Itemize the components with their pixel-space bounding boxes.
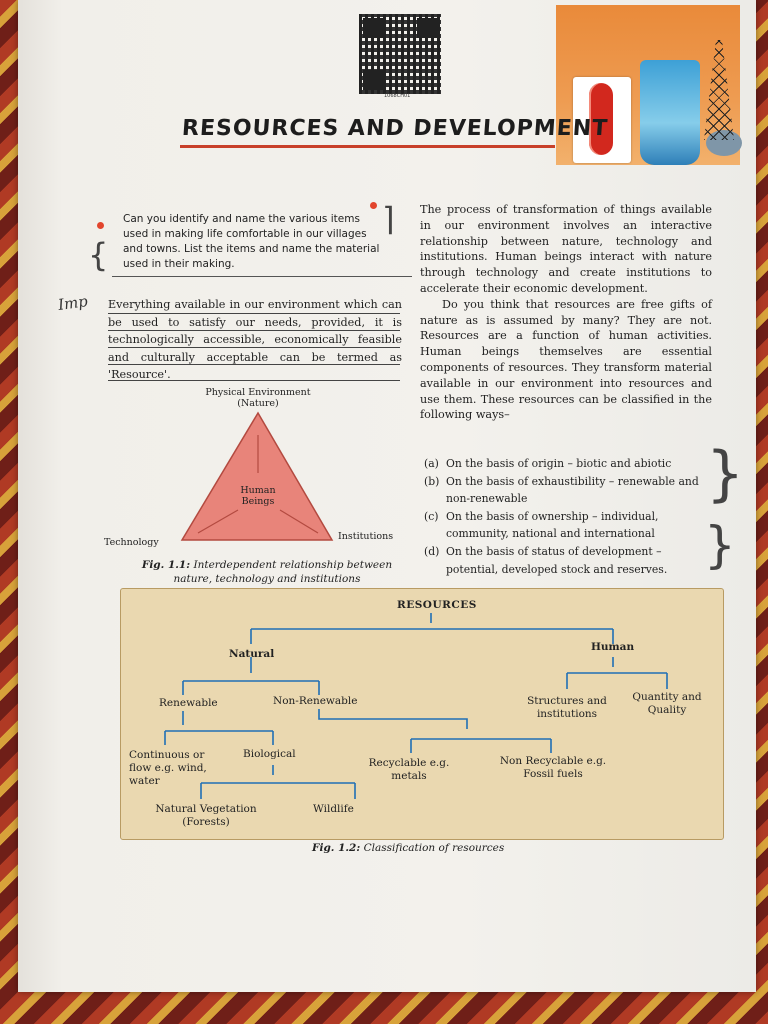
label-physical-environment: Physical Environment (Nature)	[205, 387, 311, 409]
right-column-text: The process of transformation of things …	[420, 202, 712, 423]
node-renewable: Renewable	[159, 697, 218, 709]
node-non-renewable: Non-Renewable	[273, 695, 358, 707]
node-human: Human	[591, 641, 635, 653]
chapter-number-badge	[573, 77, 631, 163]
arrow-connector	[318, 709, 468, 729]
figure-1-2-classification: RESOURCES Natural Human Renewable Non-Re…	[120, 588, 724, 840]
ink-underline	[108, 380, 400, 381]
node-recyclable: Recyclable e.g. metals	[368, 757, 450, 782]
node-biological: Biological	[243, 748, 296, 760]
brace-icon: ⌉	[382, 200, 395, 238]
activity-divider	[112, 276, 412, 277]
arrow-right-icon	[279, 509, 319, 534]
chapter-title: RESOURCES AND DEVELOPMENT	[181, 116, 609, 141]
node-structures: Structures and institutions	[527, 695, 607, 720]
handwritten-brace-icon: }	[704, 516, 736, 574]
node-resources: RESOURCES	[397, 599, 477, 611]
ink-underline	[108, 330, 400, 331]
list-item: (a)On the basis of origin – biotic and a…	[424, 457, 672, 470]
classification-tree-arrows	[164, 613, 668, 799]
handwritten-brace-icon: }	[706, 439, 745, 509]
node-wildlife: Wildlife	[313, 803, 354, 815]
node-continuous: Continuous or flow e.g. wind, water	[129, 749, 207, 787]
resource-definition: Everything available in our environment …	[108, 298, 402, 381]
node-non-recyclable: Non Recyclable e.g. Fossil fuels	[499, 755, 607, 780]
ink-underline	[108, 364, 400, 365]
bullet-dot-icon	[370, 202, 377, 209]
figure-1-1-caption: Fig. 1.1: Interdependent relationship be…	[141, 559, 393, 585]
chapter-number-one-icon	[589, 83, 613, 155]
node-natural: Natural	[229, 648, 275, 660]
qr-code-label: 1068CH01	[384, 93, 411, 99]
node-quantity: Quantity and Quality	[632, 691, 702, 716]
label-institutions: Institutions	[338, 531, 394, 542]
list-item: (d)On the basis of status of development…	[424, 544, 668, 576]
triangle-shape	[180, 411, 334, 541]
figure-1-1: Physical Environment (Nature) Human Bein…	[100, 385, 420, 585]
list-item: (b)On the basis of exhaustibility – rene…	[424, 474, 699, 506]
paragraph-free-gifts: Do you think that resources are free gif…	[420, 297, 712, 422]
figure-1-2-caption: Fig. 1.2: Classification of resources	[312, 842, 505, 854]
title-underline	[180, 145, 555, 148]
waterfall-icon	[640, 60, 700, 165]
triangle-diagram	[180, 411, 334, 541]
arrow-left-icon	[197, 509, 239, 534]
brace-icon: {	[88, 236, 109, 274]
activity-question: Can you identify and name the various it…	[123, 213, 380, 270]
classification-list: (a)On the basis of origin – biotic and a…	[424, 455, 716, 578]
bullet-dot-icon	[97, 222, 104, 229]
qr-code-icon	[357, 12, 443, 96]
label-human-beings: Human Beings	[240, 485, 276, 507]
label-technology: Technology	[104, 537, 159, 548]
paragraph-transformation: The process of transformation of things …	[420, 203, 712, 295]
ink-underline	[108, 313, 400, 314]
list-item: (c)On the basis of ownership – individua…	[424, 509, 659, 541]
node-natural-vegetation: Natural Vegetation (Forests)	[155, 803, 257, 828]
ink-underline	[108, 347, 400, 348]
